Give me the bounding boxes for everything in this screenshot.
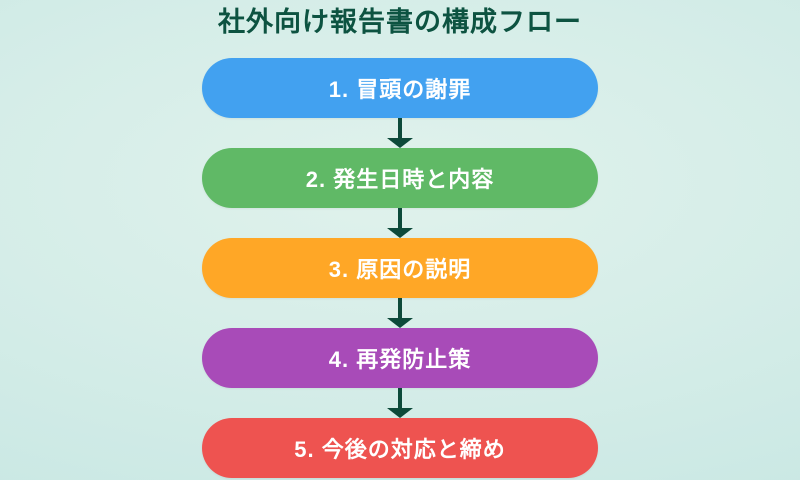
arrow-line	[398, 388, 402, 408]
arrow-down-icon	[387, 118, 413, 148]
flow-diagram: 1. 冒頭の謝罪 2. 発生日時と内容 3. 原因の説明 4. 再発防止策 5.…	[0, 58, 800, 478]
flow-step-5: 5. 今後の対応と締め	[202, 418, 598, 478]
flow-step-4: 4. 再発防止策	[202, 328, 598, 388]
arrow-down-icon	[387, 388, 413, 418]
arrow-line	[398, 298, 402, 318]
arrow-line	[398, 208, 402, 228]
arrow-head	[387, 318, 413, 328]
flow-step-2: 2. 発生日時と内容	[202, 148, 598, 208]
page-title: 社外向け報告書の構成フロー	[218, 7, 582, 38]
arrow-down-icon	[387, 298, 413, 328]
arrow-down-icon	[387, 208, 413, 238]
flow-step-3: 3. 原因の説明	[202, 238, 598, 298]
arrow-line	[398, 118, 402, 138]
arrow-head	[387, 408, 413, 418]
arrow-head	[387, 138, 413, 148]
arrow-head	[387, 228, 413, 238]
flow-step-1: 1. 冒頭の謝罪	[202, 58, 598, 118]
